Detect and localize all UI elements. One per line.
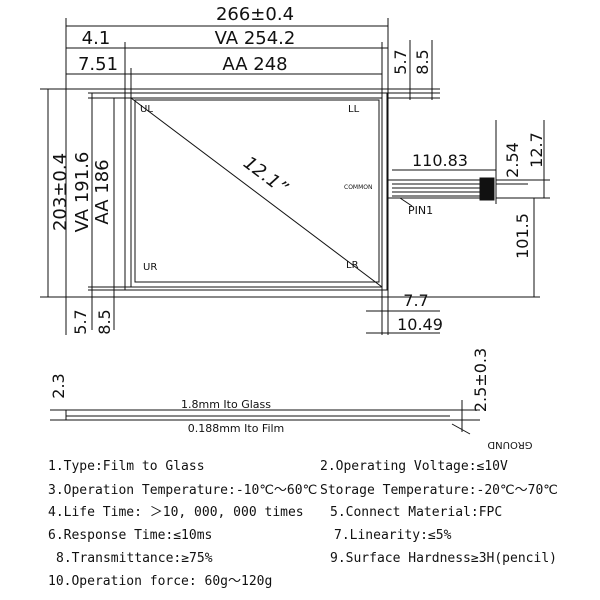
corner-ul-label: UL xyxy=(140,104,153,115)
pin1-leader xyxy=(399,197,413,207)
spec-linearity: 7.Linearity:≤5% xyxy=(334,528,452,543)
pin1-label: PIN1 xyxy=(408,204,433,217)
corner-ur-label: UR xyxy=(143,262,157,273)
corner-lr-label: LR xyxy=(346,260,359,271)
fpc-stiffener xyxy=(479,177,495,201)
aa-width-label: AA 248 xyxy=(222,54,287,75)
spec-storage-temperature: Storage Temperature:-20℃～70℃ xyxy=(320,483,558,498)
bottom-va-offset-label: 5.7 xyxy=(71,309,90,334)
thickness-left-label: 2.3 xyxy=(49,373,68,398)
va-offset-label: 4.1 xyxy=(82,28,111,49)
tail-width-label: 12.7 xyxy=(527,132,546,168)
tail-length-label: 110.83 xyxy=(412,151,468,170)
diagonal-size-label: 12.1” xyxy=(239,152,292,199)
spec-response-time: 6.Response Time:≤10ms xyxy=(48,528,212,543)
fpc-tail xyxy=(387,179,495,199)
active-area-outline xyxy=(130,97,383,288)
bottom-aa-offset-label: 8.5 xyxy=(95,309,114,334)
aa-height-label: AA 186 xyxy=(92,159,113,224)
ground-leader xyxy=(451,423,471,435)
glass-layer-label: 1.8mm Ito Glass xyxy=(181,398,271,411)
ground-label: GROUND xyxy=(487,439,532,450)
view-area-outline xyxy=(124,92,388,291)
spec-operation-temperature: 3.Operation Temperature:-10℃～60℃ xyxy=(48,483,317,498)
spec-operating-voltage: 2.Operating Voltage:≤10V xyxy=(320,459,508,474)
spec-operation-force: 10.Operation force: 60g～120g xyxy=(48,574,272,589)
va-width-label: VA 254.2 xyxy=(215,28,296,49)
va-height-label: VA 191.6 xyxy=(72,152,93,233)
inner-glass-outline xyxy=(134,99,380,283)
overall-width-label: 266±0.4 xyxy=(216,4,294,25)
right-va-offset-label: 5.7 xyxy=(391,49,410,74)
film-layer-label: 0.188mm Ito Film xyxy=(188,422,285,435)
tail-pitch-label: 2.54 xyxy=(503,142,522,178)
spec-type: 1.Type:Film to Glass xyxy=(48,459,205,474)
overall-height-label: 203±0.4 xyxy=(50,153,71,231)
corner-ll-label: LL xyxy=(348,104,360,115)
spec-life-time: 4.Life Time: ＞10, 000, 000 times xyxy=(48,505,304,520)
right-offset-1-label: 7.7 xyxy=(403,291,428,310)
aa-offset-label: 7.51 xyxy=(78,54,118,75)
common-label: COMMON xyxy=(344,184,372,191)
tail-position-label: 101.5 xyxy=(513,213,532,259)
spec-transmittance: 8.Transmittance:≥75% xyxy=(56,551,213,566)
right-offset-2-label: 10.49 xyxy=(397,315,443,334)
thickness-right-label: 2.5±0.3 xyxy=(471,348,490,412)
spec-connect-material: 5.Connect Material:FPC xyxy=(330,505,502,520)
spec-surface-hardness: 9.Surface Hardness≥3H(pencil) xyxy=(330,551,557,566)
diagonal-line xyxy=(130,97,383,288)
right-aa-offset-label: 8.5 xyxy=(413,49,432,74)
